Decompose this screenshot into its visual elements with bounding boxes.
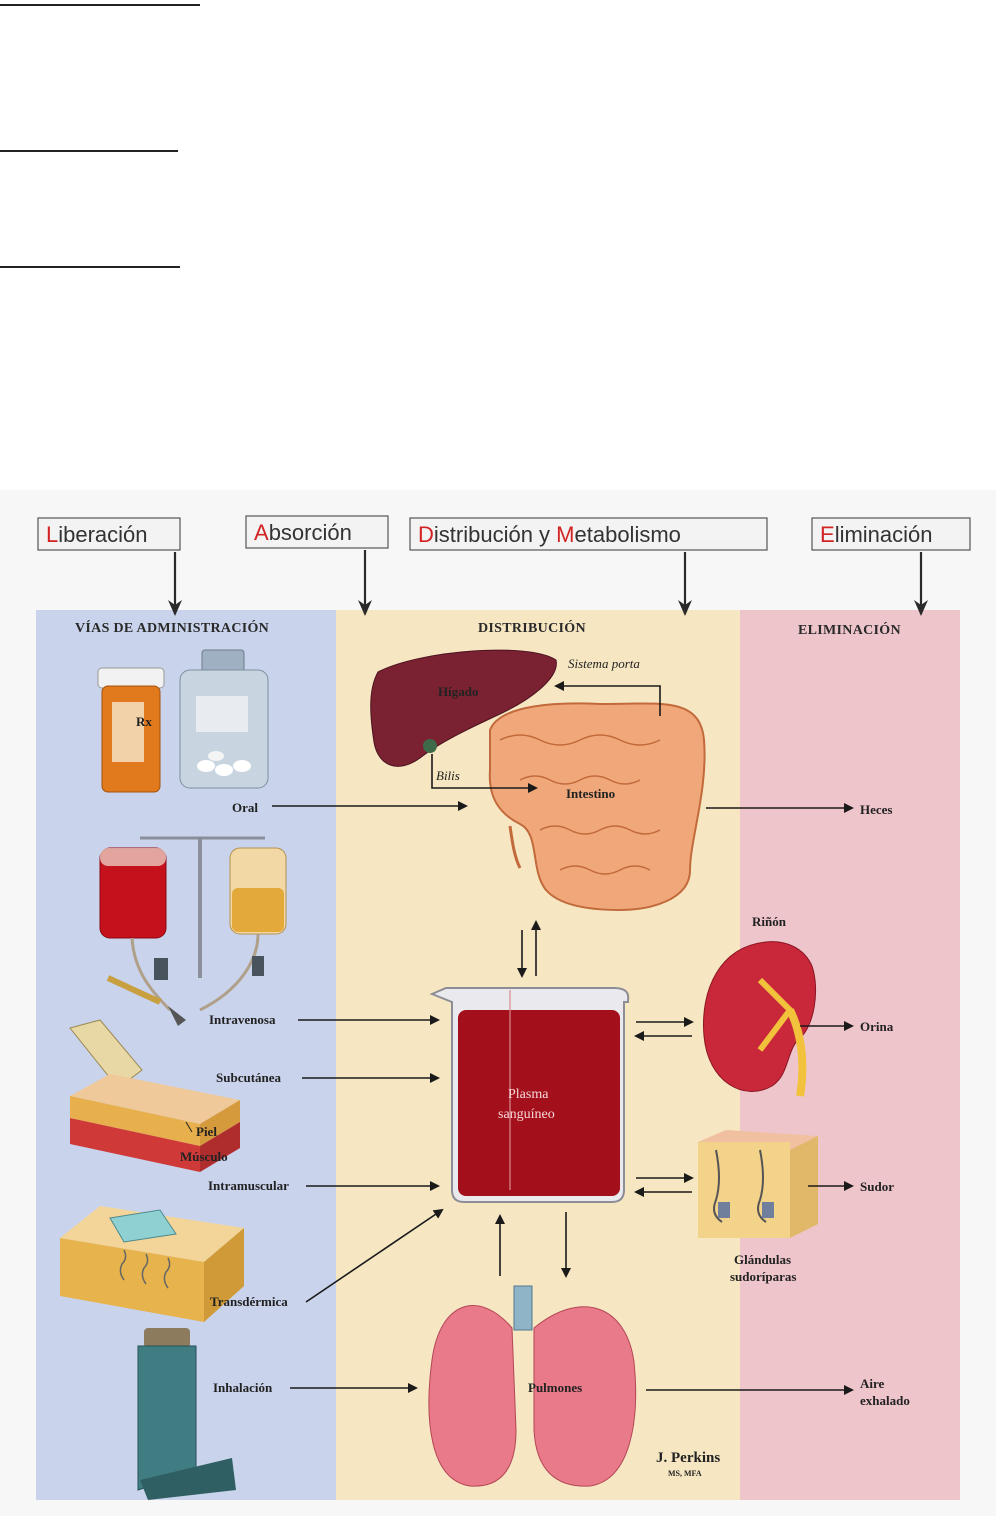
svg-text:Rx: Rx (136, 714, 152, 729)
header-liberacion: Liberación (37, 517, 181, 551)
sistema-porta-arrow (554, 681, 661, 716)
route-intravenosa-label: Intravenosa (209, 1012, 276, 1027)
svg-text:Plasma: Plasma (508, 1087, 549, 1102)
kidney-illustration: Riñón (703, 914, 817, 1097)
output-aire-label: Aire (860, 1376, 885, 1391)
route-inhalacion-label: Inhalación (213, 1380, 273, 1395)
pharmacokinetics-diagram: Liberación Absorción Distribución y Meta… (0, 490, 996, 1516)
svg-text:sanguíneo: sanguíneo (498, 1107, 555, 1122)
route-transdermica-label: Transdérmica (210, 1294, 288, 1309)
arrow-transdermica (305, 1208, 444, 1303)
header-eliminacion: Eliminación (811, 517, 971, 551)
signature-credentials: MS, MFA (668, 1469, 702, 1478)
sweat-glands-illustration: Glándulas sudoríparas (698, 1130, 818, 1284)
transdermal-patch-illustration (60, 1206, 244, 1322)
output-heces-label: Heces (860, 802, 892, 817)
svg-text:Riñón: Riñón (752, 914, 787, 929)
plasma-beaker-illustration: Plasma sanguíneo (429, 987, 630, 1203)
route-oral-label: Oral (232, 800, 258, 815)
svg-text:Absorción: Absorción (254, 520, 352, 545)
svg-text:Distribución y Metabolismo: Distribución y Metabolismo (418, 522, 681, 547)
route-subcutanea-label: Subcutánea (216, 1070, 282, 1085)
header-distribucion-metabolismo: Distribución y Metabolismo (409, 517, 768, 551)
intestine-illustration: Intestino (488, 702, 706, 912)
syringe-skin-illustration: Piel Músculo (69, 1019, 240, 1172)
bilis-label: Bilis (436, 768, 460, 783)
svg-text:Eliminación: Eliminación (820, 522, 933, 547)
liver-illustration: Hígado (370, 649, 557, 767)
pill-jar-illustration (179, 649, 269, 789)
svg-text:Hígado: Hígado (438, 684, 478, 699)
route-intramuscular-label: Intramuscular (208, 1178, 289, 1193)
svg-text:Intestino: Intestino (566, 786, 615, 801)
svg-text:Glándulas: Glándulas (734, 1252, 791, 1267)
output-sudor-label: Sudor (860, 1179, 894, 1194)
column-title-vias: VÍAS DE ADMINISTRACIÓN (75, 619, 269, 636)
sistema-porta-label: Sistema porta (568, 656, 640, 671)
iv-bags-illustration (99, 836, 287, 1026)
svg-text:Piel: Piel (196, 1124, 217, 1139)
underline-1 (0, 4, 200, 6)
signature-name: J. Perkins (656, 1450, 720, 1466)
header-absorcion: Absorción (245, 515, 389, 549)
svg-text:Pulmones: Pulmones (528, 1380, 582, 1395)
svg-text:sudoríparas: sudoríparas (730, 1269, 796, 1284)
svg-text:Músculo: Músculo (180, 1149, 228, 1164)
underline-2 (0, 150, 178, 152)
lungs-illustration: Pulmones (428, 1285, 637, 1487)
svg-text:Liberación: Liberación (46, 522, 148, 547)
column-title-distribucion: DISTRIBUCIÓN (478, 619, 586, 636)
inhaler-illustration (137, 1328, 236, 1500)
output-orina-label: Orina (860, 1019, 894, 1034)
bilis-arrow (431, 754, 538, 793)
pill-bottle-illustration: Rx (97, 667, 165, 793)
underline-3 (0, 266, 180, 268)
column-title-eliminacion: ELIMINACIÓN (798, 621, 901, 638)
output-exhalado-label: exhalado (860, 1393, 910, 1408)
